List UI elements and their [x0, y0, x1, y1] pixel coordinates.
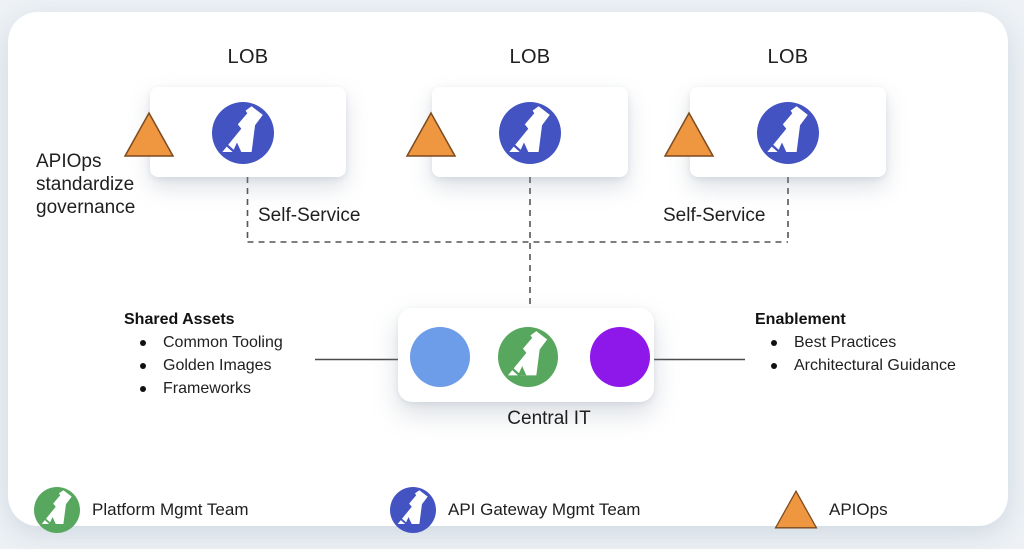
legend-apiops-label: APIOps [829, 500, 888, 519]
shared-assets-circle-icon [410, 327, 470, 387]
shared-assets-title: Shared Assets [124, 311, 235, 328]
legend-api-gateway-team-label: API Gateway Mgmt Team [448, 500, 641, 519]
kong-gorilla-icon [509, 106, 550, 153]
lob-3-label: LOB [767, 46, 809, 68]
api-gateway-team-icon [757, 102, 819, 164]
kong-gorilla-icon [397, 490, 428, 525]
lob-2-label: LOB [509, 46, 551, 68]
enablement-circle-icon [590, 327, 650, 387]
list-item: Frameworks [124, 380, 334, 397]
api-gateway-team-icon [499, 102, 561, 164]
kong-gorilla-icon [41, 490, 72, 525]
enablement-title: Enablement [755, 311, 846, 328]
kong-gorilla-icon [222, 106, 263, 153]
lob-1-label: LOB [227, 46, 269, 68]
legend-apiops-triangle-icon [774, 489, 818, 529]
apiops-triangle-icon [123, 111, 175, 157]
apiops-triangle-icon [405, 111, 457, 157]
kong-gorilla-icon [508, 331, 548, 377]
legend-platform-team-icon [34, 487, 80, 533]
apiops-governance-note: APIOps standardize governance [36, 151, 136, 218]
self-service-label-left: Self-Service [258, 205, 361, 226]
list-item: Best Practices [755, 334, 995, 351]
central-it-label: Central IT [507, 408, 591, 429]
shared-assets-item: Common Tooling [163, 334, 283, 351]
legend-platform-team-label: Platform Mgmt Team [92, 500, 249, 519]
enablement-item: Best Practices [794, 334, 897, 351]
shared-assets-item: Golden Images [163, 357, 272, 374]
bullet-icon [140, 386, 146, 392]
bullet-icon [771, 363, 777, 369]
enablement-item: Architectural Guidance [794, 357, 956, 374]
kong-gorilla-icon [767, 106, 808, 153]
list-item: Golden Images [124, 357, 334, 374]
bullet-icon [140, 363, 146, 369]
shared-assets-item: Frameworks [163, 380, 252, 397]
shared-assets-block: Shared Assets Common Tooling Golden Imag… [124, 311, 334, 403]
apiops-triangle-icon [663, 111, 715, 157]
bullet-icon [771, 340, 777, 346]
legend-api-gateway-team-icon [390, 487, 436, 533]
api-gateway-team-icon [212, 102, 274, 164]
bullet-icon [140, 340, 146, 346]
list-item: Architectural Guidance [755, 357, 995, 374]
list-item: Common Tooling [124, 334, 334, 351]
self-service-label-right: Self-Service [663, 205, 766, 226]
platform-mgmt-team-icon [498, 327, 558, 387]
enablement-block: Enablement Best Practices Architectural … [755, 311, 995, 380]
